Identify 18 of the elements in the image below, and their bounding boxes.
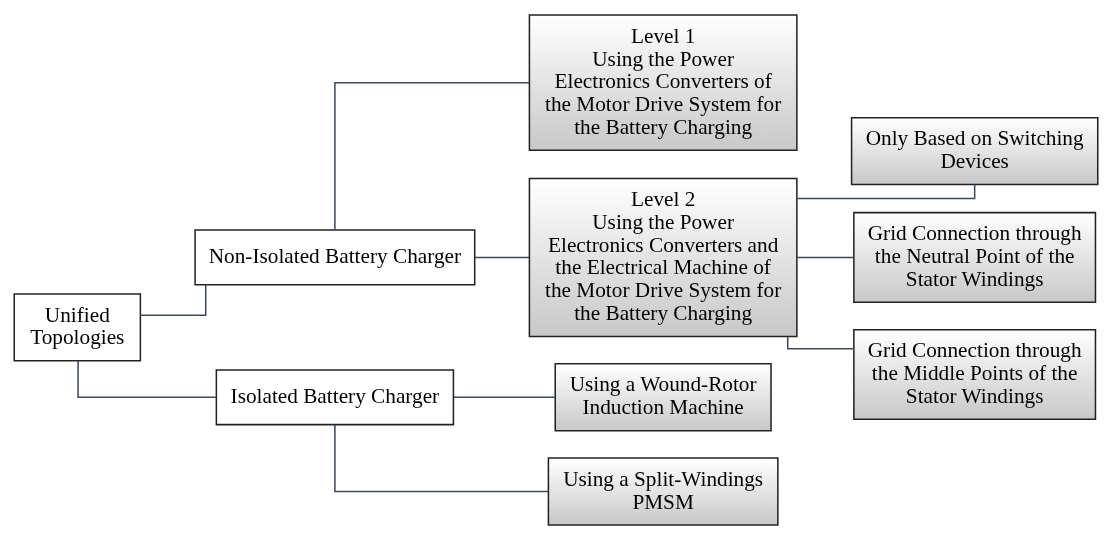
connector [474,256,530,258]
node-box: Non-Isolated Battery Charger [194,228,476,286]
node-box: Using a Split-Windings PMSM [547,456,779,526]
node-box: Using a Wound-Rotor Induction Machine [554,362,772,431]
node-box: Grid Connection through the Neutral Point of the Stator Windings [853,211,1097,303]
connector [787,335,855,349]
node-box: Grid Connection through the Middle Points of the Stator Windings [853,328,1097,420]
connector [453,396,556,398]
connector [334,423,550,492]
node-box: Unified Topologies [13,292,142,362]
connector [140,283,207,316]
node-box: Level 2 Using the Power Electronics Converters and the Electrical Machine of the Motor Drive System for the Battery Charging [528,177,798,337]
node-box: Level 1 Using the Power Electronics Converters of the Motor Drive System for the Battery Charging [528,13,798,151]
connector [796,256,855,258]
connector [77,359,217,398]
connector [334,81,530,231]
node-box: Isolated Battery Charger [215,368,455,425]
node-box: Only Based on Switching Devices [850,116,1099,185]
